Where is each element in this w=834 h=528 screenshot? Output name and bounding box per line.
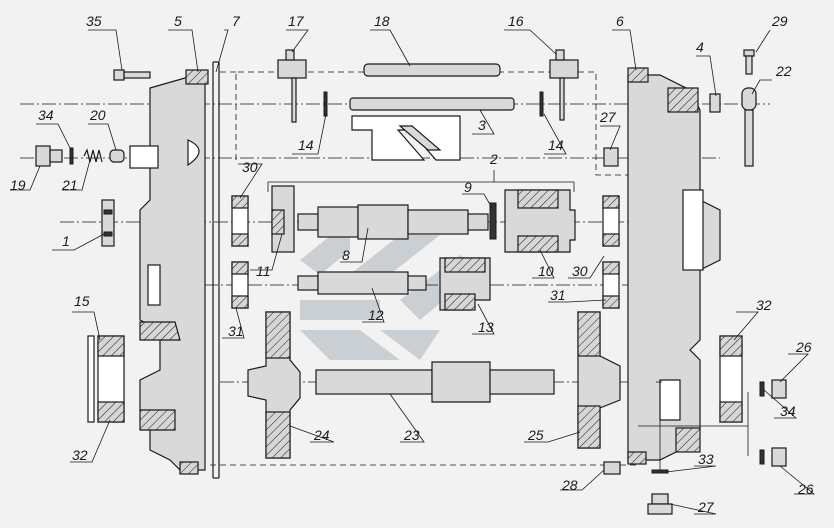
label-1: 1 (62, 233, 70, 249)
label-12: 12 (368, 307, 384, 323)
washer-34-left (69, 147, 74, 165)
label-20: 20 (89, 107, 106, 123)
label-18: 18 (374, 13, 390, 29)
plug-28 (603, 461, 621, 475)
label-33: 33 (698, 451, 714, 467)
cover-1 (101, 199, 115, 247)
label-28: 28 (561, 477, 578, 493)
fork-17 (277, 49, 307, 123)
label-34-left: 34 (38, 107, 54, 123)
spring-21 (83, 148, 103, 163)
label-31-right: 31 (550, 287, 566, 303)
label-16: 16 (508, 13, 524, 29)
label-8: 8 (342, 247, 350, 263)
pin-4 (709, 93, 721, 113)
leader-lines (10, 29, 816, 515)
guide-frames (210, 71, 640, 466)
label-3: 3 (478, 117, 486, 133)
bolt-35 (113, 69, 151, 81)
label-14-left: 14 (298, 137, 314, 153)
rod-18 (363, 63, 501, 77)
label-35: 35 (86, 13, 102, 29)
label-26-bottom: 26 (797, 481, 814, 497)
label-6: 6 (616, 13, 624, 29)
label-19: 19 (10, 177, 26, 193)
label-26-top: 26 (795, 339, 812, 355)
label-11: 11 (256, 263, 271, 279)
label-7: 7 (232, 13, 241, 29)
label-27-bottom: 27 (697, 499, 715, 515)
bearing-32-right (719, 335, 743, 423)
bearing-32-left (97, 335, 125, 423)
plug-19 (35, 145, 63, 167)
label-4: 4 (696, 39, 704, 55)
group-bracket-2 (267, 170, 575, 192)
ball-20 (109, 149, 125, 163)
label-32-left: 32 (72, 447, 88, 463)
left-housing (129, 69, 209, 475)
shaft-12-assembly (297, 257, 491, 311)
plugs-26 (759, 379, 787, 467)
gear-25 (577, 311, 621, 449)
label-15: 15 (74, 293, 90, 309)
label-30-right: 30 (572, 263, 588, 279)
lever-22 (741, 87, 757, 167)
shaft-8-assembly (271, 185, 576, 253)
fork-16 (549, 49, 579, 121)
label-14-right: 14 (548, 137, 564, 153)
bracket-lines (638, 381, 749, 470)
label-17: 17 (288, 13, 305, 29)
label-21: 21 (61, 177, 78, 193)
label-27-top: 27 (599, 109, 617, 125)
shaft-23 (315, 361, 555, 403)
label-32-right: 32 (756, 297, 772, 313)
label-24: 24 (313, 427, 330, 443)
label-25: 25 (527, 427, 544, 443)
label-29: 29 (771, 13, 788, 29)
part-labels: 35 5 7 17 18 16 6 4 29 22 34 20 19 21 1 … (10, 13, 814, 515)
gasket-plate (212, 61, 220, 479)
plug-27-bottom (647, 493, 673, 515)
label-10: 10 (538, 263, 554, 279)
bolt-29 (743, 49, 755, 75)
bearings-left (231, 195, 249, 309)
right-housing (627, 67, 721, 465)
cover-15 (87, 335, 95, 423)
label-9: 9 (464, 179, 472, 195)
rod-3 (349, 97, 515, 161)
label-5: 5 (174, 13, 182, 29)
bearings-right (602, 195, 620, 309)
label-2: 2 (489, 151, 498, 167)
label-13: 13 (478, 319, 494, 335)
label-22: 22 (775, 63, 792, 79)
label-30-left: 30 (242, 159, 258, 175)
label-34-right: 34 (780, 403, 796, 419)
label-31-left: 31 (228, 323, 244, 339)
label-23: 23 (403, 427, 420, 443)
gear-24 (247, 311, 301, 459)
washer-33 (651, 469, 669, 474)
plug-27-top (603, 147, 619, 167)
